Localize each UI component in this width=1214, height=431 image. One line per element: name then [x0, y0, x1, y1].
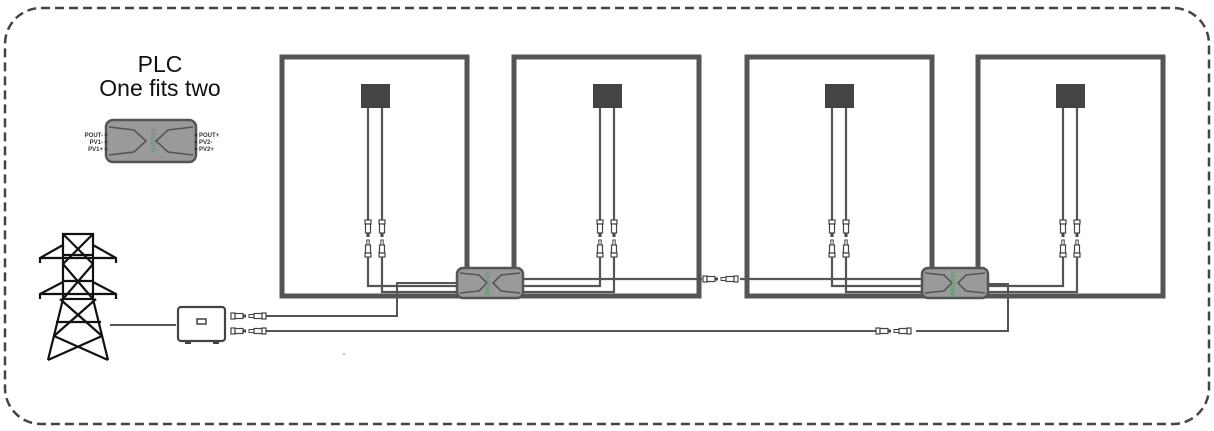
- junction-box-3: [825, 84, 854, 108]
- pv-panel-1: [279, 54, 470, 299]
- optimizer-1-brand: PROJOY: [486, 271, 492, 296]
- pv-panel-2: [511, 54, 702, 299]
- dc-homerun-cables: [250, 282, 1009, 332]
- title-plc: PLC: [137, 51, 183, 77]
- grid-tower-icon: [38, 232, 118, 362]
- port-label-pv2-plus: PV2+: [199, 147, 214, 153]
- legend-optimizer-device: PROJOY POUT- PV1- PV1+ POUT+ PV2- PV2+: [85, 118, 220, 164]
- homerun-extension-connector: [875, 327, 912, 335]
- junction-box-4: [1056, 84, 1085, 108]
- pv-panel-3: [744, 54, 935, 299]
- inverter-dc-connector-negative: [230, 327, 267, 335]
- title-subtitle: One fits two: [99, 75, 221, 101]
- junction-box-1: [361, 84, 390, 108]
- panel-connectors: [364, 219, 1081, 258]
- optimizer-2-brand: PROJOY: [951, 271, 957, 296]
- port-label-pv1-minus: PV1-: [90, 140, 103, 146]
- port-label-pout-plus: POUT+: [199, 133, 220, 139]
- legend-brand-label: PROJOY: [149, 129, 155, 154]
- inverter-dc-connector-positive: [230, 312, 267, 320]
- port-label-pv1-plus: PV1+: [88, 147, 103, 153]
- string-link-connector: [702, 275, 739, 283]
- stray-dot: [343, 353, 345, 355]
- system-boundary: [3, 6, 1211, 426]
- junction-box-2: [593, 84, 622, 108]
- diagram-title: PLC One fits two: [60, 52, 260, 100]
- optimizer-1: PROJOY: [455, 266, 525, 300]
- pv-panel-4: [975, 54, 1166, 299]
- panel-lead-cables: [366, 108, 1079, 294]
- port-label-pout-minus: POUT-: [85, 133, 103, 139]
- inverter-icon: [176, 305, 227, 344]
- port-label-pv2-minus: PV2-: [199, 140, 212, 146]
- optimizer-2: PROJOY: [920, 266, 990, 300]
